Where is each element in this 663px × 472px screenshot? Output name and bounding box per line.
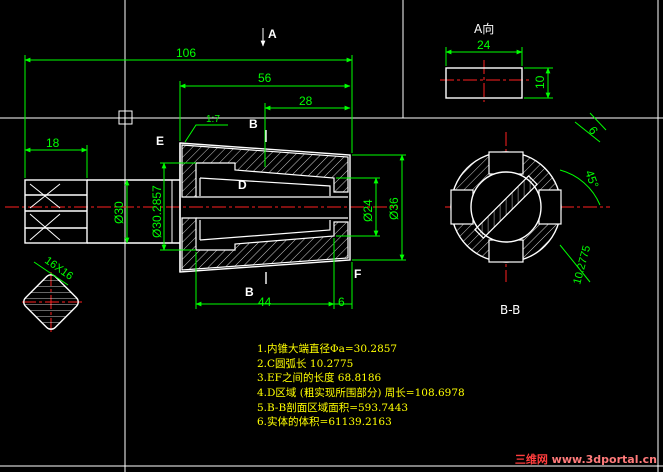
inner-bore [196, 177, 348, 241]
dim-bb-radius: 10.2775 [571, 244, 593, 286]
dim-a-10: 10 [533, 75, 547, 89]
note-5: 5.B-B剖面区域面积=593.7443 [257, 401, 409, 414]
dim-18: 18 [46, 136, 60, 150]
view-titles: A向 B-B [474, 21, 520, 317]
dim-106: 106 [176, 46, 196, 60]
notes-block: 1.内锥大端直径Φa=30.2857 2.C圆弧长 10.2775 3.EF之间… [257, 342, 465, 430]
front-view [24, 142, 351, 273]
a-view-title: A向 [474, 21, 494, 36]
label-b-top: B [249, 117, 258, 131]
dim-bb-6: 6 [586, 124, 601, 138]
dim-6: 6 [338, 295, 345, 309]
dim-56: 56 [258, 71, 272, 85]
watermark: 三维网 www.3dportal.cn [515, 451, 657, 467]
square-section-view [23, 274, 79, 330]
front-hatch [181, 144, 349, 271]
note-1: 1.内锥大端直径Φa=30.2857 [257, 343, 398, 355]
dim-a-24: 24 [477, 38, 491, 52]
view-labels: A E F B B D [156, 27, 361, 299]
note-4: 4.D区域 (粗实现所围部分) 周长=108.6978 [257, 387, 465, 400]
dim-bb-45: 45° [582, 168, 601, 190]
dim-d24: Ø24 [361, 199, 375, 222]
bb-section-view [450, 112, 607, 283]
dimension-texts: 106 56 28 18 1:7 Ø30 Ø30.2857 Ø24 Ø36 44… [42, 38, 601, 309]
label-b-bottom: B [245, 285, 254, 299]
note-2: 2.C圆弧长 10.2775 [257, 357, 354, 370]
dim-16x16 [33, 261, 69, 286]
dim-d30: Ø30 [112, 201, 126, 224]
dim-d36: Ø36 [387, 197, 401, 220]
label-d: D [238, 178, 247, 192]
note-3: 3.EF之间的长度 68.8186 [257, 372, 382, 385]
watermark-cn: 三维网 [514, 453, 548, 466]
dim-d30-2857: Ø30.2857 [150, 185, 164, 238]
dimensions [24, 55, 406, 309]
dim-28: 28 [299, 94, 313, 108]
watermark-url: www.3dportal.cn [551, 453, 657, 466]
note-6: 6.实体的体积=61139.2163 [257, 416, 392, 429]
label-view-a: A [268, 27, 277, 41]
a-view [445, 47, 553, 99]
section-bb-title: B-B [500, 303, 520, 317]
label-f: F [354, 267, 361, 281]
dim-44: 44 [258, 295, 272, 309]
dim-taper: 1:7 [206, 114, 220, 125]
label-e: E [156, 134, 164, 148]
